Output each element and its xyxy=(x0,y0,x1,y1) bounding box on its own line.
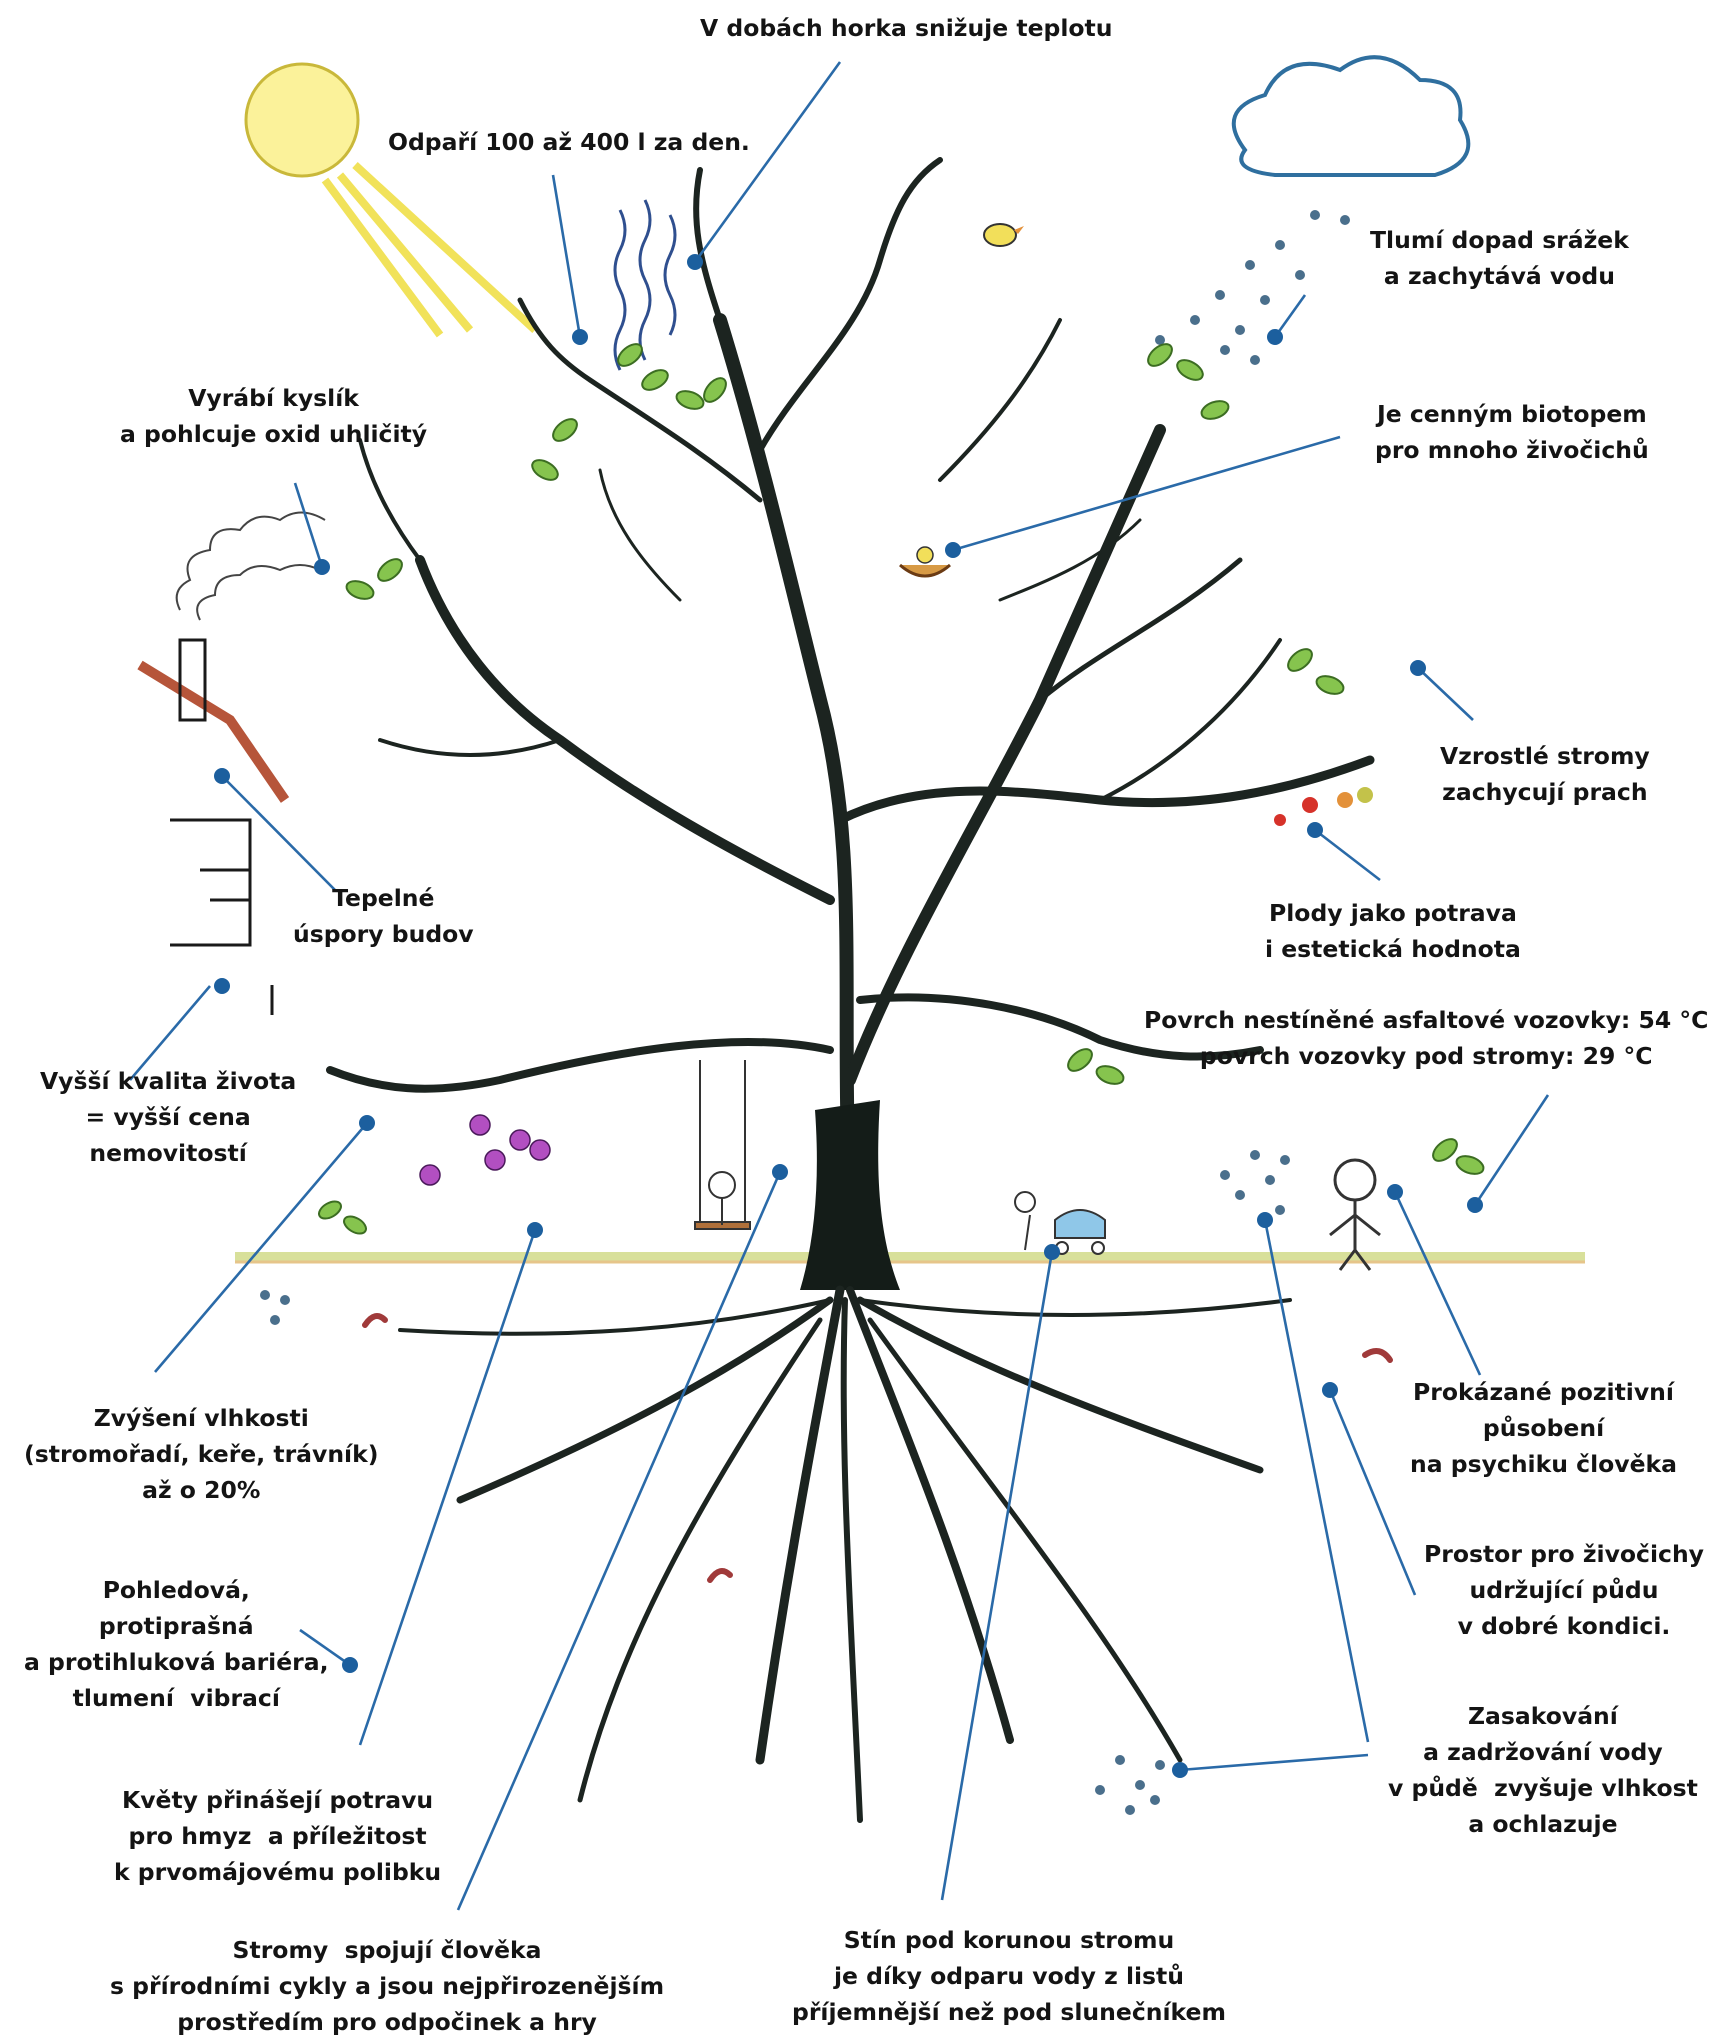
tree-trunk xyxy=(800,1100,900,1290)
label-connect: Stromy spojují člověka s přírodními cykl… xyxy=(110,1932,664,2040)
bird-icon xyxy=(984,224,1024,246)
swing-icon xyxy=(695,1060,750,1229)
ground-line xyxy=(235,1252,1585,1262)
label-fruits: Plody jako potrava i estetická hodnota xyxy=(1265,895,1521,967)
label-biotope: Je cenným biotopem pro mnoho živočichů xyxy=(1375,396,1649,468)
fruits-icon xyxy=(1274,787,1373,826)
label-infiltration: Zasakování a zadržování vody v půdě zvyš… xyxy=(1388,1698,1698,1842)
tree-roots xyxy=(400,1290,1290,1820)
label-humidity: Zvýšení vlhkosti (stromořadí, keře, tráv… xyxy=(24,1400,379,1508)
flower-icon xyxy=(420,1115,550,1185)
evaporation-waves-icon xyxy=(615,200,675,370)
label-flowers: Květy přinášejí potravu pro hmyz a příle… xyxy=(114,1782,441,1890)
label-oxygen: Vyrábí kyslík a pohlcuje oxid uhličitý xyxy=(120,380,427,452)
label-barrier: Pohledová, protiprašná a protihluková ba… xyxy=(24,1572,329,1716)
label-rain: Tlumí dopad srážek a zachytává vodu xyxy=(1370,222,1629,294)
label-evaporation: Odpaří 100 až 400 l za den. xyxy=(388,124,750,160)
label-soil: Prostor pro živočichy udržující půdu v d… xyxy=(1424,1536,1704,1644)
stroller-icon xyxy=(1015,1192,1105,1254)
label-heat-savings: Tepelné úspory budov xyxy=(293,880,474,952)
label-asphalt: Povrch nestíněné asfaltové vozovky: 54 °… xyxy=(1144,1002,1708,1074)
soil-water-drops-icon xyxy=(260,1150,1290,1815)
house-icon xyxy=(140,640,285,1015)
label-heat-cooling: V dobách horka snižuje teplotu xyxy=(700,10,1113,46)
rain-drops-icon xyxy=(1155,210,1350,365)
sun-icon xyxy=(246,64,535,335)
leaf-icon xyxy=(316,340,1486,1237)
label-quality: Vyšší kvalita života = vyšší cena nemovi… xyxy=(40,1063,296,1171)
label-shade: Stín pod korunou stromu je díky odparu v… xyxy=(792,1922,1226,2030)
label-psyche: Prokázané pozitivní působení na psychiku… xyxy=(1410,1374,1677,1482)
label-dust: Vzrostlé stromy zachycují prach xyxy=(1440,738,1650,810)
cloud-icon xyxy=(1234,57,1469,175)
smoke-icon xyxy=(177,513,325,621)
nest-icon xyxy=(900,547,950,576)
